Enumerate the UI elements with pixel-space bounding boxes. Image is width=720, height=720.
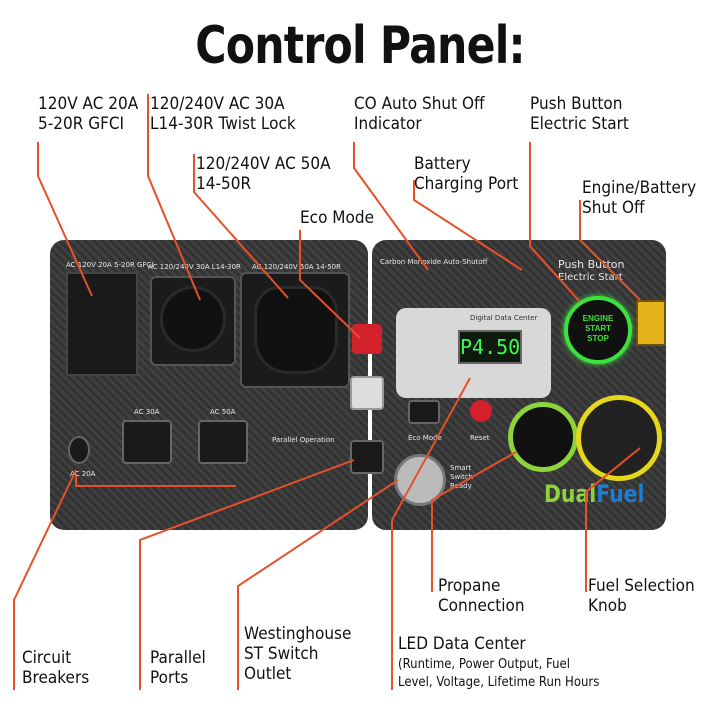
- lcd-display: P4.50: [458, 330, 522, 364]
- breaker-50[interactable]: [198, 420, 248, 464]
- fuel-selection-knob[interactable]: [576, 395, 662, 481]
- dual-fuel-logo: DualFuel: [544, 480, 645, 508]
- reset-button[interactable]: [470, 400, 492, 422]
- breaker-20[interactable]: [68, 436, 90, 464]
- breaker-50-label: AC 50A: [210, 408, 236, 416]
- st-switch-outlet[interactable]: [394, 454, 446, 506]
- co-label: Carbon Monoxide Auto-Shutoff: [380, 258, 488, 266]
- parallel-port-black[interactable]: [350, 440, 384, 474]
- twist-label: AC 120/240V 30A L14-30R: [148, 263, 241, 271]
- eco-mode-label: Eco Mode: [408, 434, 442, 442]
- fifty-label: AC 120/240V 50A 14-50R: [252, 263, 341, 271]
- callout-eco: Eco Mode: [300, 208, 374, 228]
- reset-label: Reset: [470, 434, 490, 442]
- engine-battery-shutoff-switch[interactable]: [636, 300, 666, 346]
- parallel-operation-label: Parallel Operation: [272, 436, 335, 444]
- eco-indicator-button[interactable]: [352, 324, 382, 354]
- propane-connection[interactable]: [508, 402, 578, 472]
- fifty-amp-outlet[interactable]: [240, 272, 350, 388]
- eco-mode-switch[interactable]: [408, 400, 440, 424]
- twist-lock-outlet[interactable]: [150, 276, 236, 366]
- parallel-port-white[interactable]: [350, 376, 384, 410]
- breaker-30-label: AC 30A: [134, 408, 160, 416]
- push-label: Push Button: [558, 258, 625, 271]
- gfci-label: AC 120V 20A 5-20R GFCI: [66, 261, 154, 269]
- push-sub-label: Electric Start: [558, 272, 623, 283]
- callout-led: LED Data Center: [398, 634, 526, 654]
- breaker-30[interactable]: [122, 420, 172, 464]
- page-title: Control Panel:: [195, 16, 525, 76]
- breaker-20-label: AC 20A: [70, 470, 96, 478]
- data-center-label: Digital Data Center: [470, 314, 538, 322]
- gfci-outlet[interactable]: [66, 272, 138, 376]
